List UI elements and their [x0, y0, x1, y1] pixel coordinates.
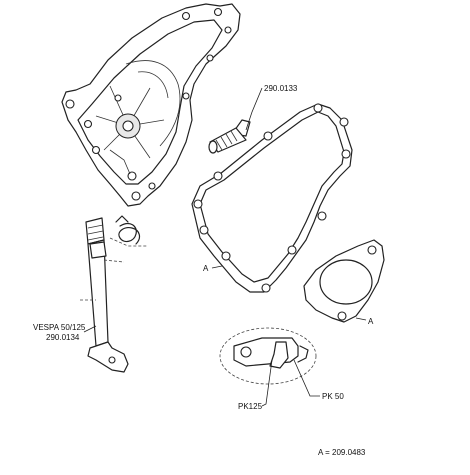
lever-pk125-label: PK125 [238, 402, 263, 411]
screw-part-label: 290.0133 [264, 84, 298, 93]
small-gasket-label: A [368, 317, 374, 326]
lever-pk50-label: PK 50 [322, 392, 344, 401]
crankcase-cover [61, 3, 241, 207]
kickstart-shaft [80, 217, 129, 373]
large-gasket [191, 103, 353, 293]
shaft-model-label: VESPA 50/125 [33, 323, 86, 332]
screw-290-0133 [208, 87, 263, 154]
gasket-bolt-holes [193, 103, 351, 293]
large-gasket-label: A [203, 264, 209, 273]
legend-label: A = 209.0483 [318, 448, 366, 457]
kickstart-lever [219, 327, 320, 407]
small-gasket [303, 239, 385, 323]
spring [109, 215, 148, 247]
shaft-part-label: 290.0134 [46, 333, 80, 342]
